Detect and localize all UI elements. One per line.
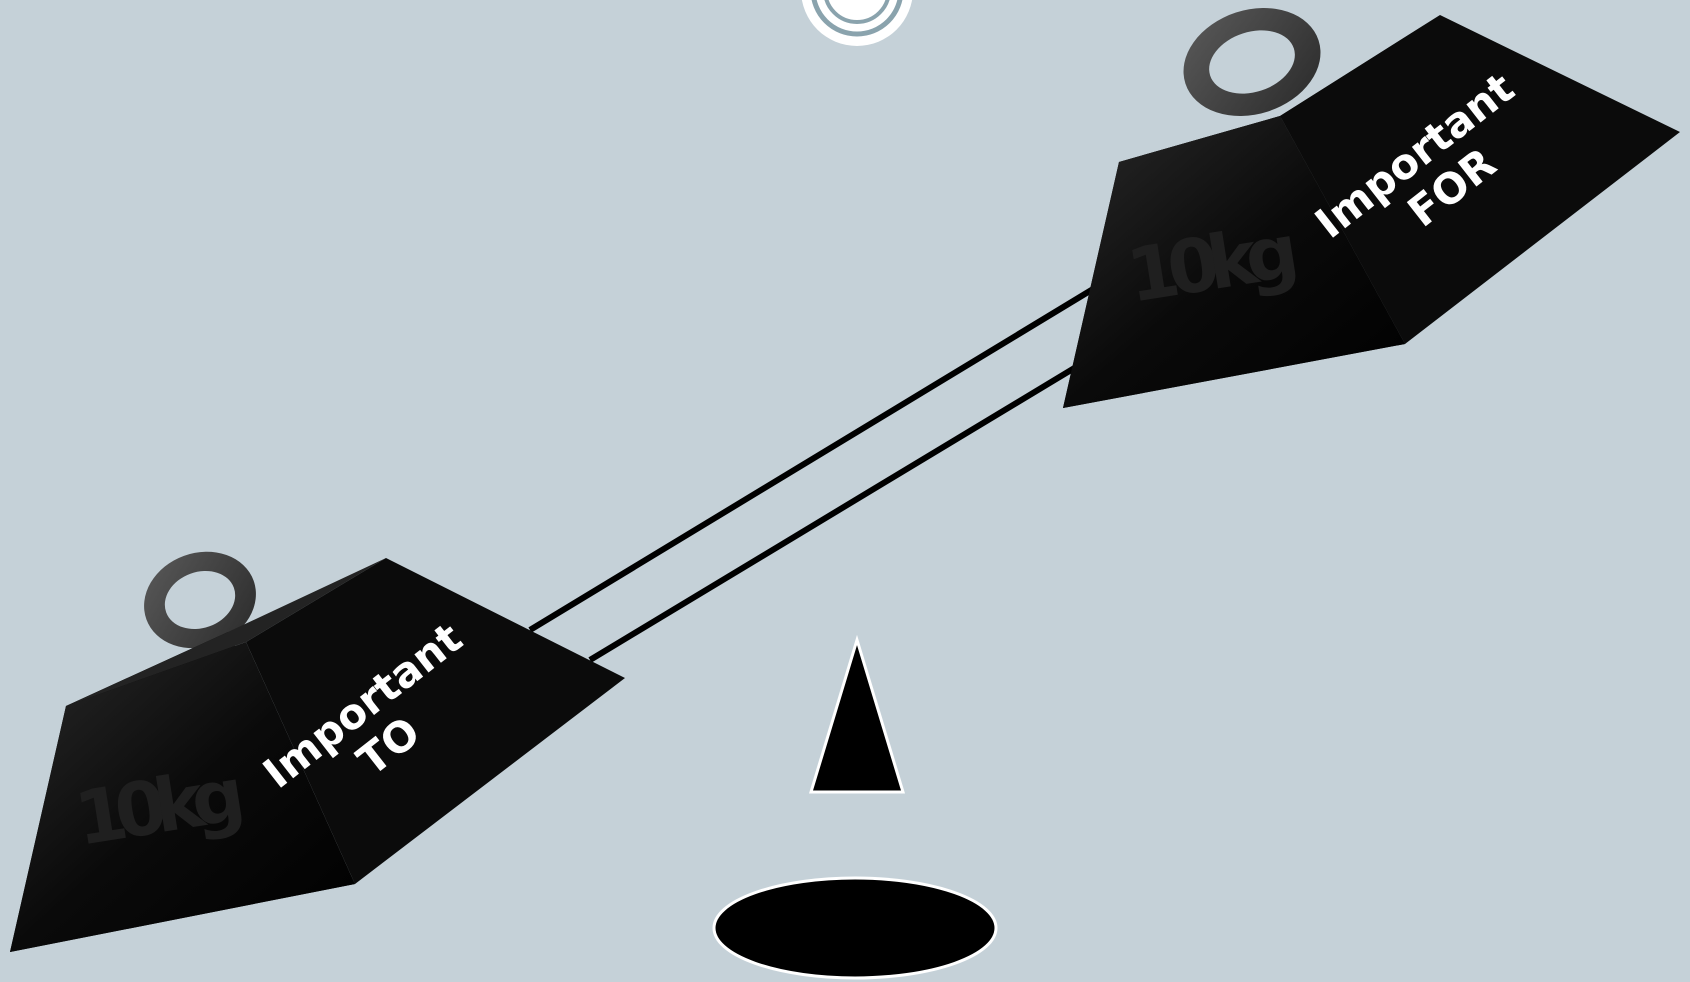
pivot-triangle <box>811 640 903 792</box>
right-weight: 10kg Important FOR <box>1063 0 1680 408</box>
seesaw-beam <box>530 283 1103 660</box>
left-weight: 10kg Important TO <box>10 536 625 952</box>
top-logo <box>801 0 913 46</box>
base-ellipse <box>714 878 996 978</box>
